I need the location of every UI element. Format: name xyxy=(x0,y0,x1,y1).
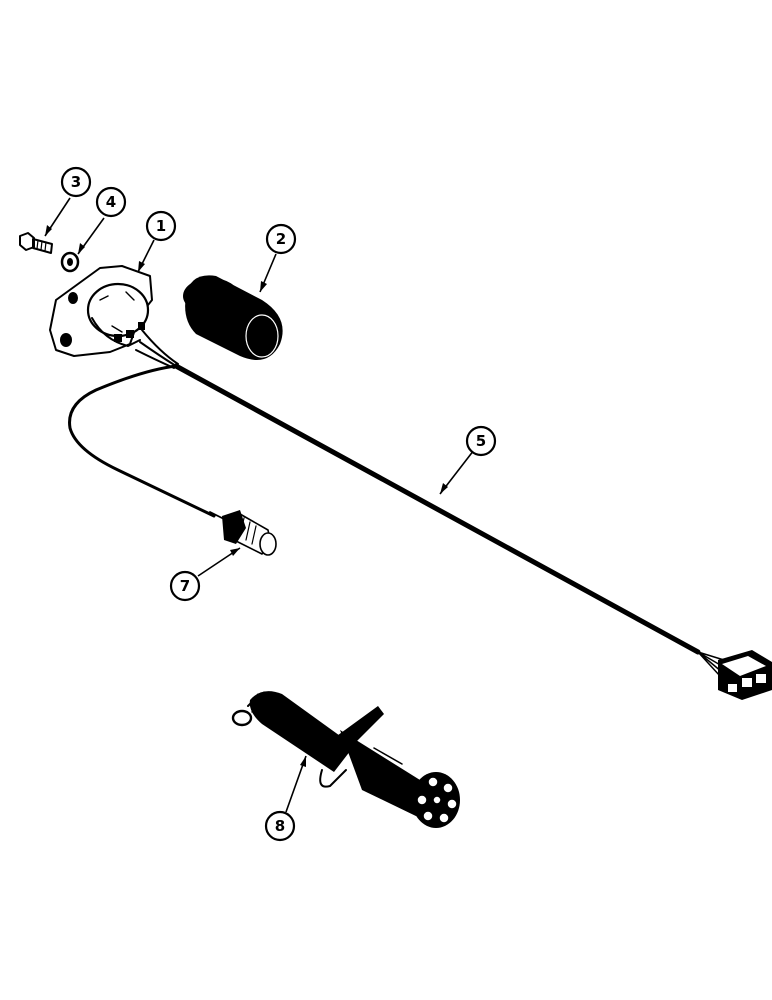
callout-label-8: 8 xyxy=(275,817,285,835)
callout-label-4: 4 xyxy=(106,193,116,211)
callout-label-5: 5 xyxy=(476,432,486,450)
callout-5: 5 xyxy=(465,425,497,457)
callout-4: 4 xyxy=(95,186,127,218)
socket-cover-cap-icon xyxy=(183,275,283,360)
wiring-harness-icon xyxy=(68,329,772,700)
callout-1: 1 xyxy=(145,210,177,242)
seven-pin-plug-icon xyxy=(231,691,460,828)
socket-with-mounting-flange-icon xyxy=(49,265,153,357)
callout-label-7: 7 xyxy=(180,577,190,595)
callout-8: 8 xyxy=(264,810,296,842)
washer-icon xyxy=(60,251,80,273)
callout-label-1: 1 xyxy=(156,217,166,235)
callout-7: 7 xyxy=(169,570,201,602)
callout-label-2: 2 xyxy=(276,230,286,248)
callout-3: 3 xyxy=(60,166,92,198)
sensor-switch-icon xyxy=(209,510,277,556)
leader-lines xyxy=(44,197,475,813)
callout-label-3: 3 xyxy=(71,173,81,191)
callout-2: 2 xyxy=(265,223,297,255)
bolt-icon xyxy=(19,232,53,254)
